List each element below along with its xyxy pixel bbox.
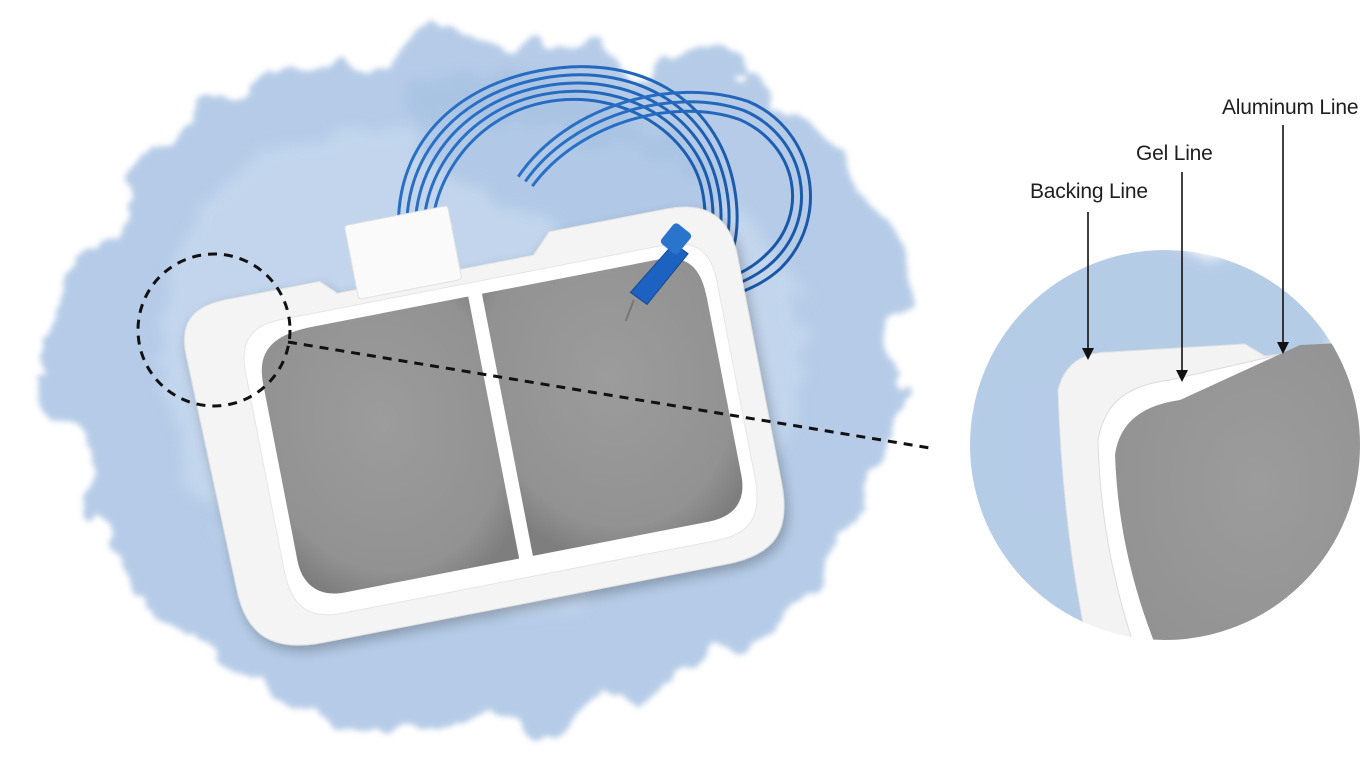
aluminum-line-label: Aluminum Line: [1222, 96, 1358, 119]
backing-line-label: Backing Line: [1030, 180, 1148, 203]
zoom-detail: [960, 240, 1371, 700]
gel-line-label: Gel Line: [1136, 142, 1213, 165]
